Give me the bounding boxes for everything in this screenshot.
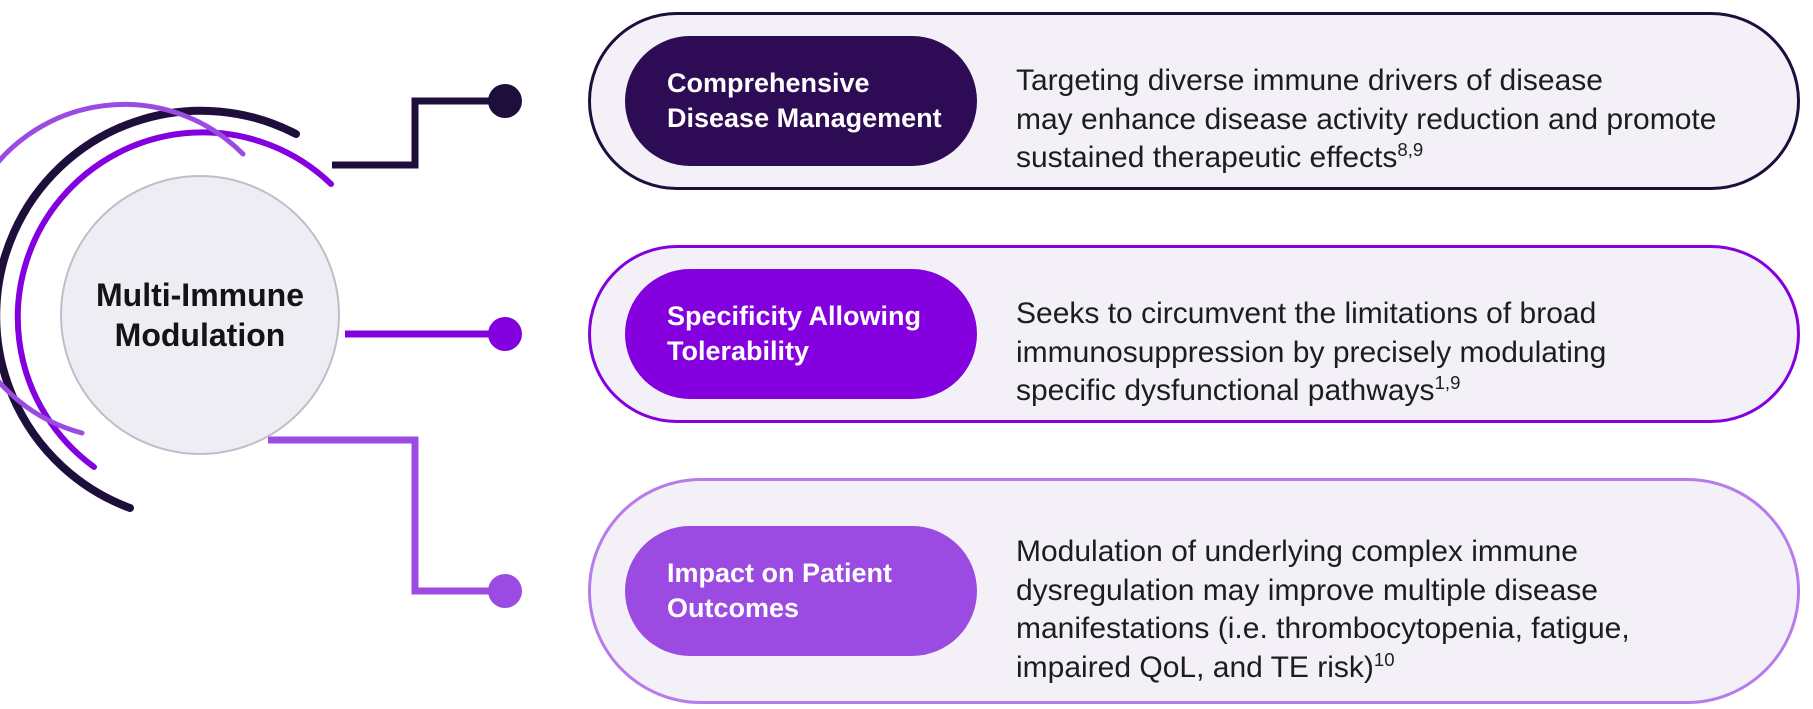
pill-comprehensive-disease-management: Comprehensive Disease Management [625, 36, 977, 166]
card-comprehensive-disease-management: Comprehensive Disease Management Targeti… [588, 12, 1800, 190]
description-text: Modulation of underlying complex immune … [1016, 535, 1630, 684]
connector-line-bottom [268, 436, 492, 595]
card-specificity-allowing-tolerability: Specificity Allowing Tolerability Seeks … [588, 245, 1800, 423]
hub-circle: Multi-Immune Modulation [60, 175, 340, 455]
outer-arc [0, 106, 300, 512]
connector-dot-top [488, 84, 522, 118]
inner-arc [0, 102, 246, 436]
middle-arc [14, 129, 334, 470]
hub-title-line-2: Modulation [114, 317, 286, 353]
connector-dot-bottom [488, 574, 522, 608]
description-comprehensive-disease-management: Targeting diverse immune drivers of dise… [1016, 24, 1761, 178]
connector-dot-middle [488, 317, 522, 351]
pill-specificity-allowing-tolerability: Specificity Allowing Tolerability [625, 269, 977, 399]
description-specificity-allowing-tolerability: Seeks to circumvent the limitations of b… [1016, 257, 1761, 411]
description-impact-on-patient-outcomes: Modulation of underlying complex immune … [1016, 495, 1761, 687]
pill-impact-on-patient-outcomes: Impact on Patient Outcomes [625, 526, 977, 656]
reference-superscript: 1,9 [1434, 372, 1461, 394]
description-text: Targeting diverse immune drivers of dise… [1016, 64, 1717, 175]
reference-superscript: 10 [1373, 648, 1395, 670]
connector-line-top [332, 97, 492, 169]
hub-title-line-1: Multi-Immune [96, 277, 304, 313]
hub-title: Multi-Immune Modulation [96, 275, 304, 355]
description-text: Seeks to circumvent the limitations of b… [1016, 297, 1607, 408]
card-impact-on-patient-outcomes: Impact on Patient Outcomes Modulation of… [588, 478, 1800, 704]
reference-superscript: 8,9 [1397, 139, 1424, 161]
